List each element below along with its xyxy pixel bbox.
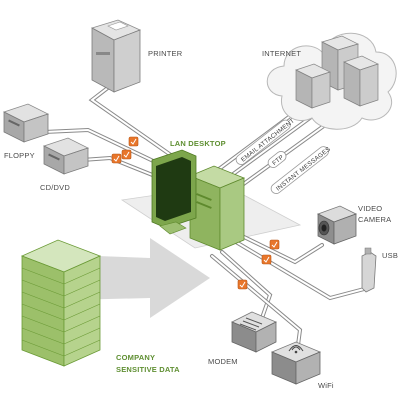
- company-data-label-line2: SENSITIVE DATA: [116, 365, 180, 374]
- lock-icon: [128, 136, 139, 147]
- floppy-drive-icon: [2, 103, 50, 143]
- floppy-label: FLOPPY: [4, 151, 35, 160]
- video-camera-icon: [316, 205, 358, 245]
- video-camera-label-line1: VIDEO: [358, 204, 382, 213]
- wifi-label: WiFi: [318, 381, 334, 390]
- svg-text:EMAIL ATTACHMENT: EMAIL ATTACHMENT: [240, 117, 296, 163]
- usb-label: USB: [382, 251, 398, 260]
- cd-dvd-drive-icon: [42, 137, 90, 175]
- company-data-label-line1: COMPANY: [116, 353, 155, 362]
- data-flow-arrow: [70, 238, 210, 318]
- lock-icon: [261, 254, 272, 265]
- lan-desktop-icon: [151, 149, 246, 251]
- video-camera-label-line2: CAMERA: [358, 215, 391, 224]
- lock-icon: [121, 149, 132, 160]
- cd-dvd-label: CD/DVD: [40, 183, 70, 192]
- internet-cloud-icon: [266, 32, 397, 130]
- usb-stick-icon: [361, 247, 377, 293]
- connection-email: EMAIL ATTACHMENT: [235, 117, 296, 165]
- lan-desktop-label: LAN DESKTOP: [170, 139, 226, 148]
- wifi-router-icon: [270, 341, 322, 385]
- lock-icon: [237, 279, 248, 290]
- internet-label: INTERNET: [262, 49, 301, 58]
- company-data-server-icon: [20, 239, 102, 367]
- connection-im: INSTANT MESSAGES: [270, 146, 332, 194]
- lock-icon: [111, 153, 122, 164]
- modem-label: MODEM: [208, 357, 238, 366]
- modem-icon: [231, 311, 277, 353]
- printer-label: PRINTER: [148, 49, 183, 58]
- printer-icon: [90, 19, 142, 93]
- lock-icon: [269, 239, 280, 250]
